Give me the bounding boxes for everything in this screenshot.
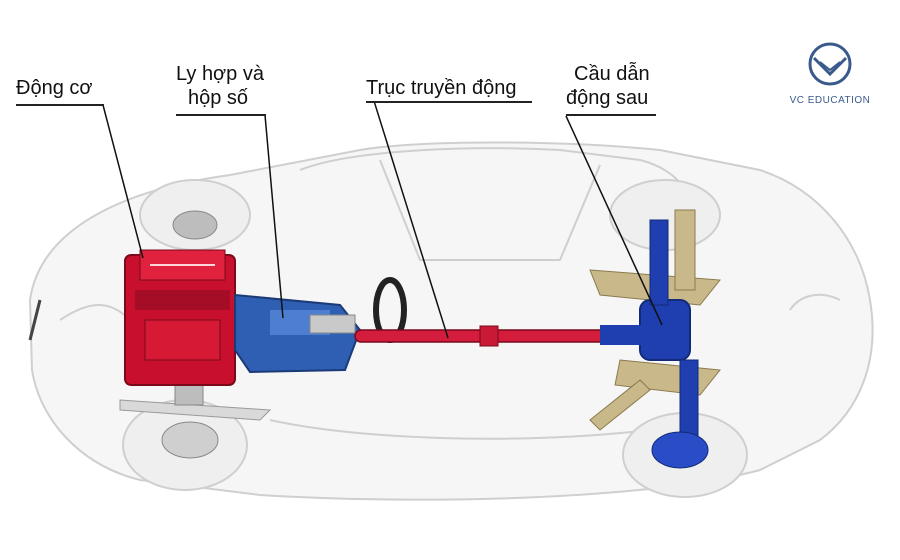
vc-education-logo: VC EDUCATION <box>780 40 880 106</box>
logo-text: VC EDUCATION <box>789 95 871 106</box>
label-engine-underline <box>16 104 104 106</box>
label-rear-axle-line2: động sau <box>566 87 649 109</box>
driveshaft-leader <box>373 100 449 339</box>
label-engine-text: Động cơ <box>16 77 93 99</box>
leader-lines <box>102 100 663 339</box>
engine <box>124 249 236 386</box>
transmission <box>234 293 362 374</box>
label-driveshaft-text: Trục truyền động <box>366 77 517 99</box>
engine-leader <box>102 104 144 259</box>
label-driveshaft: Trục truyền động <box>366 76 516 100</box>
label-rear-axle: Cầu dẫn động sau <box>566 62 650 110</box>
rear-axle <box>589 209 721 469</box>
label-clutch-gearbox: Ly hợp và hộp số <box>176 62 264 110</box>
vc-education-logo-icon <box>808 42 852 86</box>
label-rear-axle-underline <box>566 114 656 116</box>
label-clutch-underline <box>176 114 266 116</box>
label-clutch-line1: Ly hợp và <box>176 63 264 85</box>
rear-axle-leader <box>565 115 663 326</box>
label-engine: Động cơ <box>16 76 92 100</box>
label-rear-axle-line1: Cầu dẫn <box>574 63 650 85</box>
wheels <box>122 179 748 498</box>
label-clutch-line2: hộp số <box>188 87 249 109</box>
label-driveshaft-underline <box>366 101 532 103</box>
clutch-gearbox-leader <box>264 114 284 319</box>
